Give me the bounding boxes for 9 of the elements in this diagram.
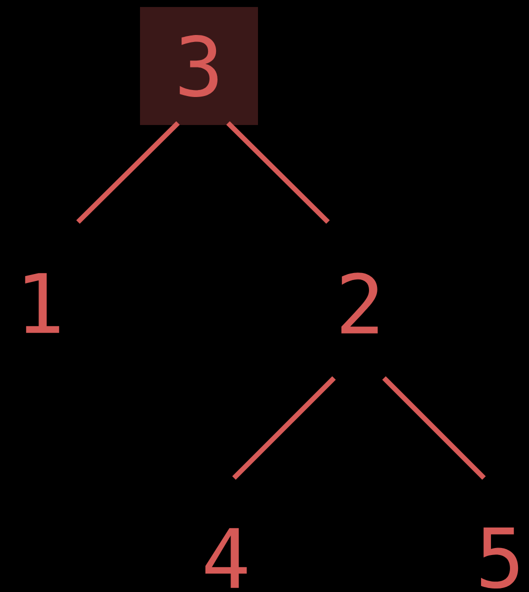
number-label: 2 <box>341 272 378 334</box>
number-label: 4 <box>205 528 247 588</box>
number-label: 1 <box>25 273 60 333</box>
tree-edge <box>232 376 336 480</box>
tree-edge <box>226 121 330 224</box>
number-label: 5 <box>481 528 518 588</box>
tree-edge <box>76 121 180 224</box>
number-box: 3 <box>140 7 258 125</box>
tree-edge <box>382 376 486 480</box>
